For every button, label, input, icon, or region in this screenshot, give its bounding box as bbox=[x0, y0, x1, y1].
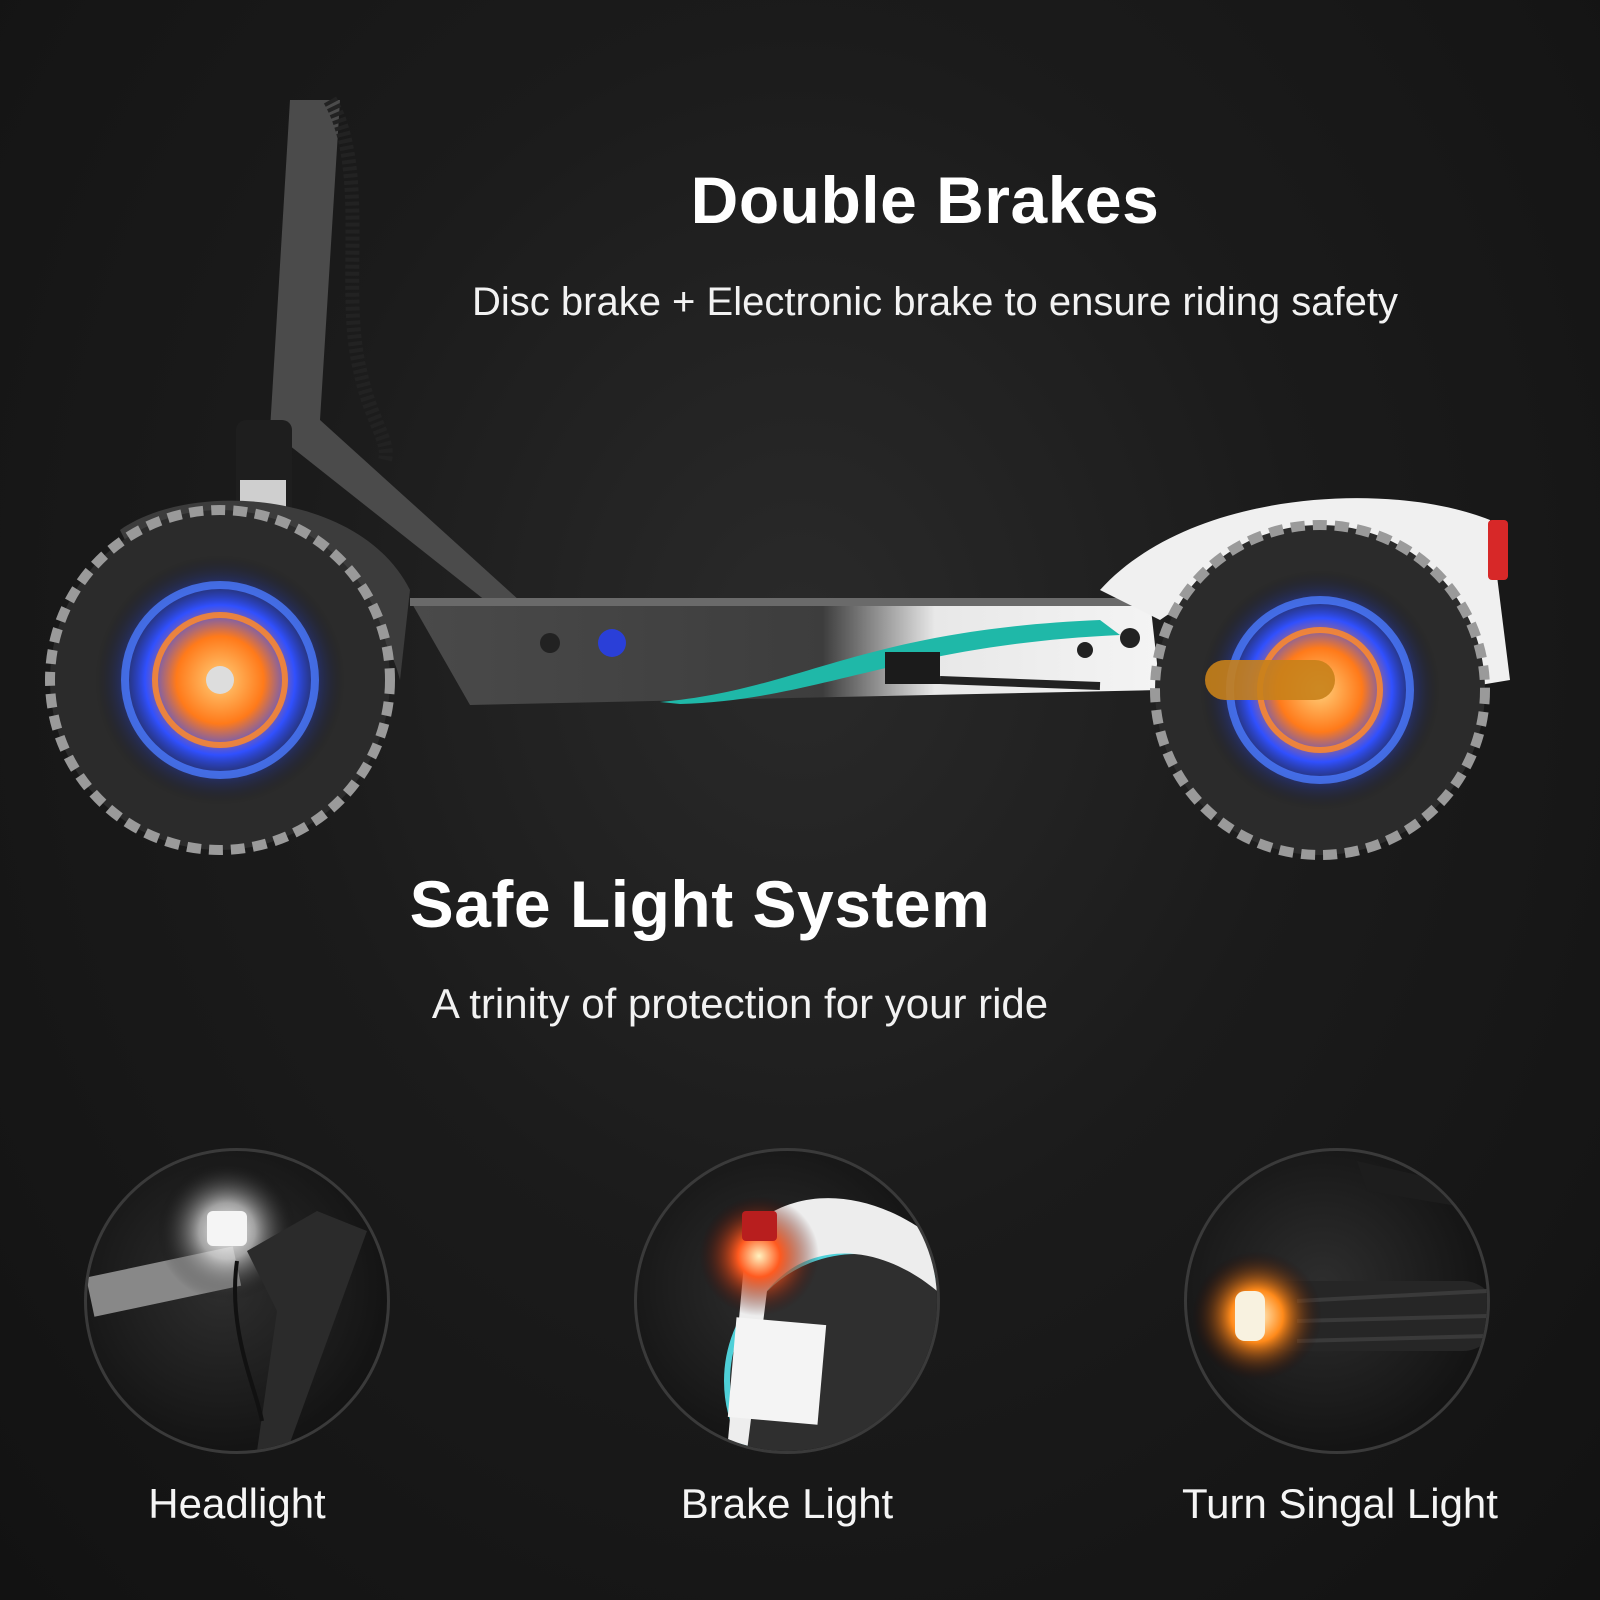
feature-label-turn-signal: Turn Singal Light bbox=[1182, 1480, 1498, 1527]
turn-signal-icon bbox=[1184, 1148, 1490, 1454]
light-system-title: Safe Light System bbox=[409, 867, 991, 941]
rear-wheel bbox=[1150, 520, 1490, 860]
scooter-illustration bbox=[45, 96, 1510, 860]
front-wheel bbox=[45, 505, 395, 855]
brakes-title: Double Brakes bbox=[690, 163, 1160, 237]
brakes-subtitle: Disc brake + Electronic brake to ensure … bbox=[472, 280, 1398, 324]
light-system-subtitle: A trinity of protection for your ride bbox=[431, 980, 1049, 1027]
stem bbox=[270, 100, 530, 620]
feature-headlight: Headlight bbox=[82, 1148, 392, 1528]
feature-label-headlight: Headlight bbox=[148, 1480, 326, 1527]
headlight-icon bbox=[84, 1148, 390, 1454]
feature-brake-light: Brake Light bbox=[632, 1148, 942, 1528]
brake-light-icon bbox=[634, 1148, 940, 1454]
feature-label-brake-light: Brake Light bbox=[680, 1480, 894, 1527]
feature-turn-signal: Turn Singal Light bbox=[1182, 1148, 1498, 1528]
